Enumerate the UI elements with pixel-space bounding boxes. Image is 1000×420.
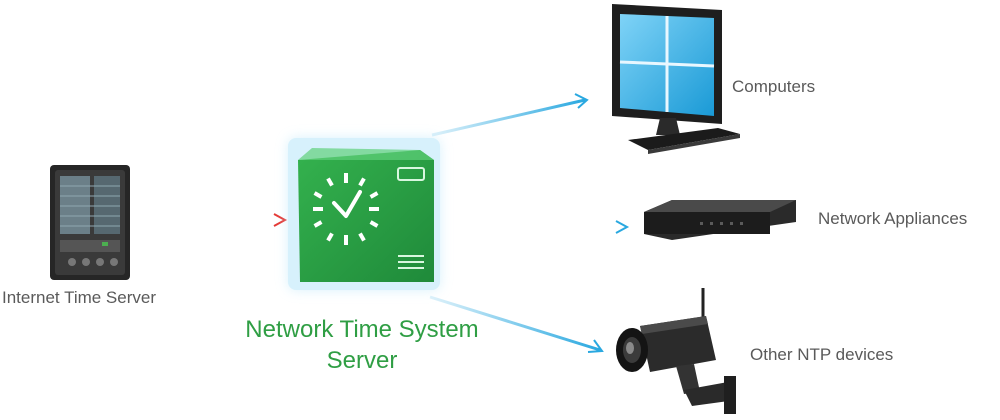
output-link-appliances [450, 220, 630, 234]
server-tower-icon [50, 165, 130, 280]
computers-label: Computers [732, 77, 816, 96]
hub-title-line2: Server [326, 347, 398, 374]
monitor-icon [612, 4, 740, 154]
hub-title: Network Time System Server [202, 314, 522, 376]
security-camera-icon [616, 288, 736, 414]
hub-title-line1: Network Time System [245, 316, 479, 343]
network-appliances-label: Network Appliances [818, 209, 968, 228]
network-appliance-icon [644, 200, 796, 240]
input-link [130, 213, 288, 227]
internet-time-server-label: Internet Time Server [2, 288, 157, 307]
ntp-devices-label: Other NTP devices [750, 345, 894, 364]
clock-server-icon [288, 138, 440, 290]
output-link-ntp-devices [429, 295, 604, 353]
output-link-computers [431, 93, 589, 137]
